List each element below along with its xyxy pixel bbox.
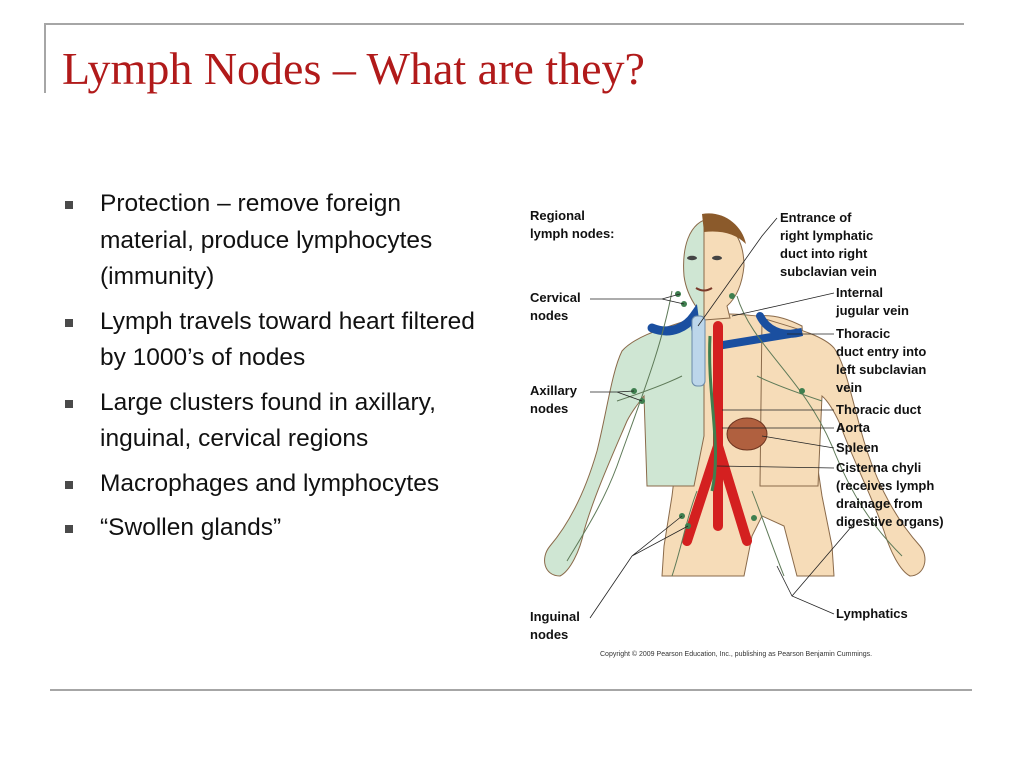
thoracic-entry-label-3: left subclavian — [836, 362, 926, 377]
bullet-square-icon — [65, 318, 73, 327]
left-subclavian-vein — [713, 312, 804, 350]
lymphatic-network — [566, 290, 903, 577]
lymphatics-label: Lymphatics — [836, 606, 908, 621]
bullet-text: Macrophages and lymphocytes — [100, 469, 440, 497]
internal-jugular-label-1: Internal — [836, 285, 883, 300]
cisterna-label-1: Cisterna chyli — [836, 460, 921, 475]
eye — [712, 255, 722, 261]
axillary-label-1: Axillary — [530, 383, 578, 398]
eye — [687, 255, 697, 261]
bullet-text: Protection – remove foreign material, pr… — [100, 190, 433, 290]
right-subclavian-vein — [647, 303, 703, 351]
trachea — [691, 315, 706, 387]
entrance-label-3: duct into right — [780, 246, 868, 261]
bullet-text: Lymph travels toward heart filtered by 1… — [100, 307, 475, 372]
bullet-item: “Swollen glands” — [62, 510, 492, 547]
spleen-label: Spleen — [836, 440, 879, 455]
frame-top-line — [44, 23, 964, 25]
entrance-label-2: right lymphatic — [780, 228, 873, 243]
bullet-square-icon — [65, 399, 73, 408]
cervical-label-2: nodes — [530, 308, 568, 323]
frame-bottom-line — [50, 689, 972, 691]
bullet-item: Protection – remove foreign material, pr… — [62, 186, 492, 296]
heading-line-2: lymph nodes: — [530, 226, 615, 241]
thoracic-entry-label-4: vein — [836, 380, 862, 395]
thoracic-entry-label-1: Thoracic — [836, 326, 890, 341]
aorta — [682, 321, 752, 546]
cisterna-label-4: digestive organs) — [836, 514, 944, 529]
bullet-item: Lymph travels toward heart filtered by 1… — [62, 304, 492, 377]
thoracic-duct-label: Thoracic duct — [836, 402, 922, 417]
bullet-square-icon — [65, 480, 73, 489]
slide-title: Lymph Nodes – What are they? — [62, 43, 645, 94]
lymph-diagram: Regional lymph nodes: Cervical nodes Axi… — [530, 208, 944, 658]
spleen — [726, 417, 768, 451]
internal-jugular-label-2: jugular vein — [835, 303, 909, 318]
bullet-item: Macrophages and lymphocytes — [62, 466, 492, 503]
entrance-label-1: Entrance of — [780, 210, 852, 225]
mouth — [695, 287, 713, 292]
cervical-node — [729, 293, 735, 299]
figure-labels: Regional lymph nodes: Cervical nodes Axi… — [530, 208, 944, 658]
axillary-label-2: nodes — [530, 401, 568, 416]
left-arm — [759, 317, 926, 577]
heading-line-1: Regional — [530, 208, 585, 223]
bullet-square-icon — [65, 525, 73, 533]
entrance-label-4: subclavian vein — [780, 264, 877, 279]
axillary-node — [799, 388, 805, 394]
aorta-label: Aorta — [836, 420, 871, 435]
cervical-label-1: Cervical — [530, 290, 581, 305]
inguinal-node — [751, 515, 757, 521]
frame-left-line — [44, 23, 46, 93]
inguinal-label-2: nodes — [530, 627, 568, 642]
vessels — [647, 303, 804, 546]
copyright-text: Copyright © 2009 Pearson Education, Inc.… — [600, 650, 872, 658]
bullet-item: Large clusters found in axillary, inguin… — [62, 385, 492, 458]
lymph-system-figure: Regional lymph nodes: Cervical nodes Axi… — [522, 196, 972, 666]
leader-lines — [589, 217, 853, 619]
bullet-text: “Swollen glands” — [100, 514, 282, 541]
thoracic-duct — [708, 335, 717, 492]
bullet-square-icon — [65, 201, 73, 209]
bullet-text: Large clusters found in axillary, inguin… — [100, 388, 436, 453]
inguinal-label-1: Inguinal — [530, 609, 580, 624]
thoracic-entry-label-2: duct entry into — [836, 344, 926, 359]
bullet-list: Protection – remove foreign material, pr… — [62, 186, 492, 555]
hair — [702, 213, 746, 244]
cisterna-label-3: drainage from — [836, 496, 923, 511]
cervical-node — [675, 291, 681, 297]
cisterna-label-2: (receives lymph — [836, 478, 934, 493]
